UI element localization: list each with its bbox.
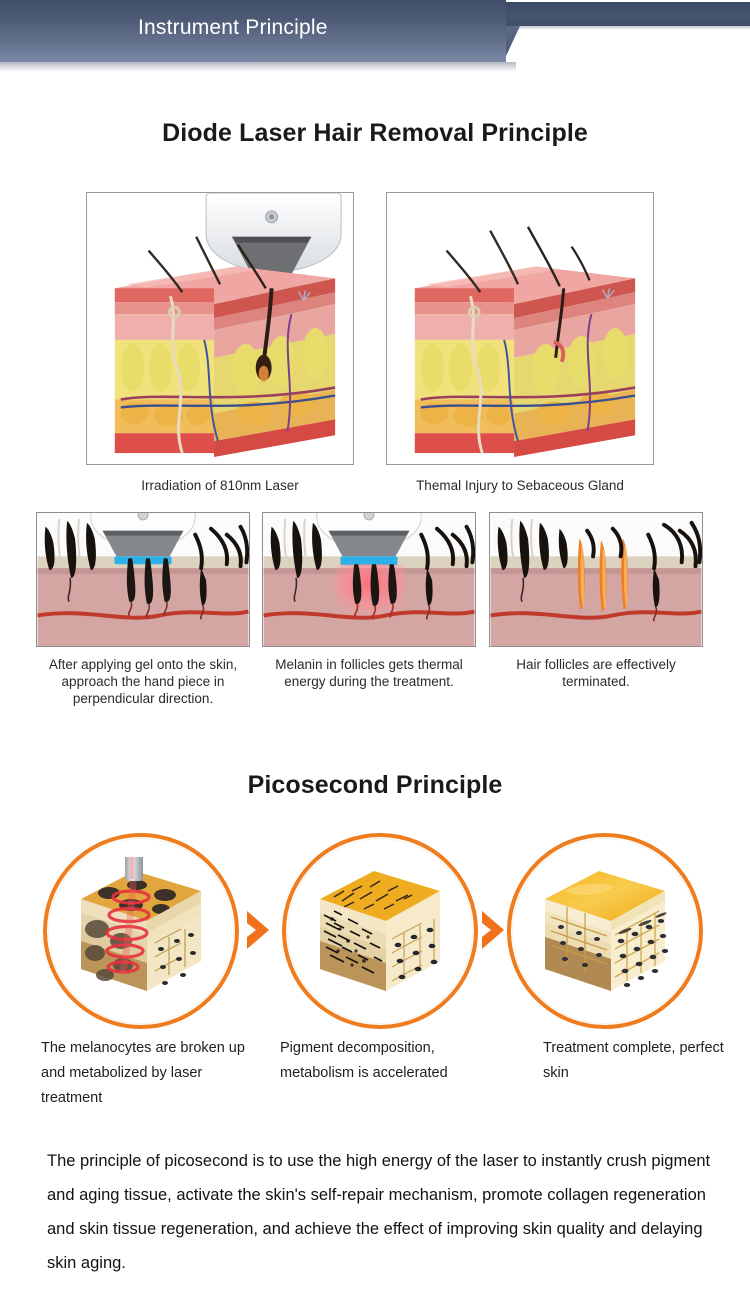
orange-ring-inner-2 [287,838,473,1024]
picosecond-step-1 [43,833,239,1029]
picosecond-section-heading: Picosecond Principle [247,771,503,799]
ribbon-fold-icon [506,26,520,56]
diode-step-panel-1 [36,512,250,647]
picosecond-step-1-caption: The melanocytes are broken up and metabo… [41,1040,245,1106]
chevron-right-arrow-1 [247,911,269,949]
diode-panel-1-caption: Irradiation of 810nm Laser [141,478,299,493]
pigment-cube-laser-icon [81,857,201,991]
diode-step-panel-2 [262,512,476,647]
ribbon-drop-shadow [0,62,516,72]
picosecond-step-3 [507,833,703,1029]
picosecond-step-2 [282,833,478,1029]
diode-step-2-caption: Melanin in follicles gets thermal energy… [275,657,463,689]
ribbon-tail-shadow [500,26,750,30]
diode-illustration-panel-1 [86,192,354,465]
diode-illustration-panel-2 [386,192,654,465]
picosecond-step-2-caption: Pigment decomposition, metabolism is acc… [280,1040,448,1081]
diode-section-heading: Diode Laser Hair Removal Principle [162,119,588,147]
diode-step-3-caption: Hair follicles are effectively terminate… [516,657,676,689]
picosecond-step-3-caption: Treatment complete, perfect skin [543,1040,724,1081]
clean-skin-cube-icon [545,871,669,991]
skin-block-icon [387,193,653,464]
pigment-cube-fragmented-icon [320,871,440,991]
skin-cross-section-thermal-icon [263,513,475,646]
orange-ring-inner-3 [512,838,698,1024]
ribbon-tail [500,2,750,26]
diode-panel-2-caption: Themal Injury to Sebaceous Gland [416,478,624,493]
picosecond-description-paragraph: The principle of picosecond is to use th… [47,1152,711,1272]
diode-step-1-caption: After applying gel onto the skin, approa… [48,657,238,706]
skin-cross-section-gel-icon [37,513,249,646]
skin-block-with-handpiece-icon [87,193,353,464]
orange-ring-inner-1 [48,838,234,1024]
ribbon-main [0,0,506,62]
header-banner: Instrument Principle [0,0,750,90]
chevron-right-arrow-2 [482,911,504,949]
page-title: Instrument Principle [138,16,328,39]
skin-cross-section-terminated-icon [490,513,702,646]
diode-step-panel-3 [489,512,703,647]
